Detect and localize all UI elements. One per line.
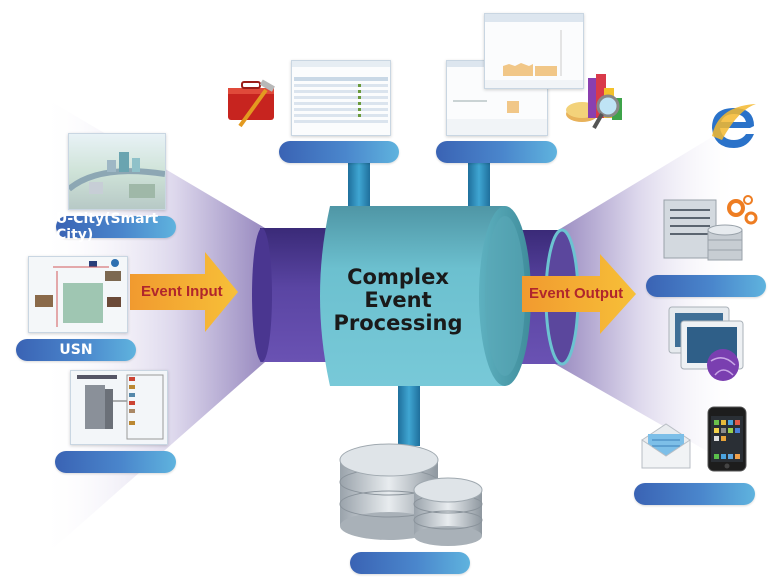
cep-title-line-2: Processing bbox=[333, 311, 463, 335]
cep-title-line-1: Complex Event bbox=[347, 265, 449, 312]
output-pill-messaging bbox=[634, 483, 755, 505]
cep-title: Complex Event Processing bbox=[318, 266, 478, 335]
bottom-connector bbox=[398, 380, 420, 446]
table-screen-icon bbox=[291, 60, 391, 136]
desktop-monitors-globe-icon bbox=[667, 305, 747, 385]
toolbox-icon bbox=[226, 78, 282, 128]
smart-city-illustration-icon bbox=[68, 133, 166, 210]
dashboard-window-front-icon bbox=[484, 13, 584, 89]
building-monitoring-diagram-icon bbox=[70, 370, 168, 445]
web-browser-icon bbox=[708, 100, 758, 150]
event-input-arrow bbox=[130, 252, 238, 332]
sensor-network-map-icon bbox=[28, 256, 128, 333]
event-output-label: Event Output bbox=[529, 285, 624, 302]
input-pill-building-monitoring bbox=[55, 451, 176, 473]
email-envelope-icon bbox=[640, 420, 692, 472]
output-pill-server bbox=[646, 275, 766, 297]
event-input-label: Event Input bbox=[141, 283, 223, 300]
cep-cylinder bbox=[320, 206, 518, 386]
server-with-gears-icon bbox=[660, 192, 760, 264]
top-module-pill-left bbox=[279, 141, 399, 163]
top-connector-right bbox=[468, 160, 490, 210]
event-output-arrow bbox=[522, 254, 636, 334]
input-pill-usn: USN bbox=[16, 339, 136, 361]
input-label-usn: USN bbox=[59, 342, 93, 358]
input-label-smart-city: U-City(Smart City) bbox=[56, 211, 159, 243]
input-pill-smart-city: U-City(Smart City) bbox=[56, 211, 176, 243]
top-connector-left bbox=[348, 160, 370, 210]
analytics-chart-icon bbox=[566, 70, 628, 134]
top-module-pill-right bbox=[436, 141, 557, 163]
mobile-phone-icon bbox=[707, 406, 747, 472]
database-stacks-icon bbox=[338, 440, 486, 550]
bottom-module-pill bbox=[350, 552, 470, 574]
